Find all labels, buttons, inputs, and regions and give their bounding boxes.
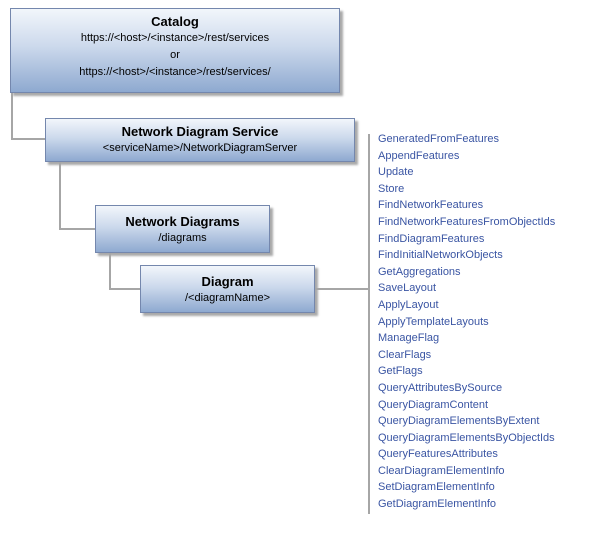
connector-service-to-diagrams-vertical	[59, 162, 61, 230]
operation-link[interactable]: QueryDiagramContent	[378, 398, 489, 411]
operation-link[interactable]: Store	[378, 182, 405, 195]
connector-diagrams-to-diagram-vertical	[109, 253, 111, 290]
catalog-or-label: or	[170, 49, 180, 61]
operation-link[interactable]: QueryDiagramElementsByObjectIds	[378, 431, 555, 444]
operation-link[interactable]: AppendFeatures	[378, 149, 460, 162]
catalog-url-1: https://<host>/<instance>/rest/services	[80, 32, 270, 44]
diagram-node: Diagram /<diagramName>	[140, 265, 315, 313]
operation-link[interactable]: ClearDiagramElementInfo	[378, 464, 505, 477]
operation-link[interactable]: FindNetworkFeaturesFromObjectIds	[378, 215, 556, 228]
operations-bracket-line	[368, 134, 370, 514]
connector-diagram-to-operations-horizontal	[315, 288, 370, 290]
operation-link[interactable]: ManageFlag	[378, 332, 440, 345]
operation-link[interactable]: ApplyLayout	[378, 298, 439, 311]
network-diagrams-node: Network Diagrams /diagrams	[95, 205, 270, 253]
catalog-url-2: https://<host>/<instance>/rest/services/	[79, 66, 271, 78]
operation-link[interactable]: Update	[378, 166, 414, 179]
operation-link[interactable]: SaveLayout	[378, 282, 437, 295]
network-diagram-service-node: Network Diagram Service <serviceName>/Ne…	[45, 118, 355, 162]
operation-link[interactable]: FindNetworkFeatures	[378, 199, 484, 212]
connector-service-to-diagrams-horizontal	[59, 228, 95, 230]
operation-link[interactable]: FindInitialNetworkObjects	[378, 249, 503, 262]
operation-link[interactable]: ApplyTemplateLayouts	[378, 315, 489, 328]
catalog-title: Catalog	[151, 14, 199, 29]
operation-link[interactable]: QueryFeaturesAttributes	[378, 448, 498, 461]
catalog-node: Catalog https://<host>/<instance>/rest/s…	[10, 8, 340, 93]
operation-link[interactable]: FindDiagramFeatures	[378, 232, 485, 245]
connector-diagrams-to-diagram-horizontal	[109, 288, 140, 290]
network-diagram-service-title: Network Diagram Service	[121, 124, 279, 139]
operation-link[interactable]: ClearFlags	[378, 348, 432, 361]
diagram-path: /<diagramName>	[185, 292, 270, 304]
operation-link[interactable]: GetDiagramElementInfo	[378, 498, 496, 511]
operation-link[interactable]: QueryDiagramElementsByExtent	[378, 415, 540, 428]
operation-link[interactable]: QueryAttributesBySource	[378, 381, 503, 394]
network-diagram-service-path: <serviceName>/NetworkDiagramServer	[102, 142, 298, 154]
connector-catalog-to-service-vertical	[11, 93, 13, 140]
operation-link[interactable]: SetDiagramElementInfo	[378, 481, 495, 494]
operation-link[interactable]: GetFlags	[378, 365, 423, 378]
operation-link[interactable]: GeneratedFromFeatures	[378, 133, 500, 145]
diagram-title: Diagram	[201, 274, 254, 289]
connector-catalog-to-service-horizontal	[11, 138, 45, 140]
network-diagrams-path: /diagrams	[158, 232, 207, 244]
network-diagrams-title: Network Diagrams	[125, 214, 240, 229]
operation-link[interactable]: GetAggregations	[378, 265, 461, 278]
